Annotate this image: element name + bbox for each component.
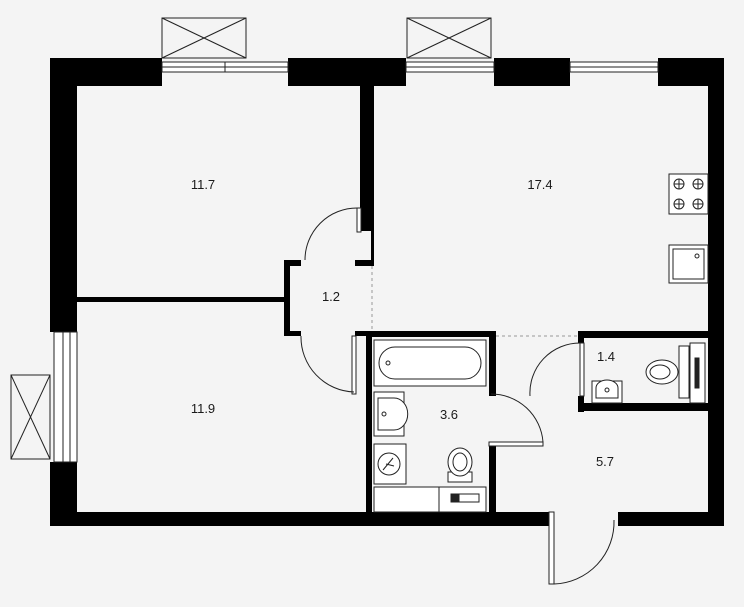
toilet-washbasin-icon	[591, 379, 623, 404]
room-area-bedroom-bottom: 11.9	[191, 401, 215, 416]
balcony-top-left	[161, 17, 247, 59]
window-top-right	[569, 61, 659, 73]
door-bathroom	[488, 393, 544, 447]
stove-icon	[668, 173, 709, 215]
room-area-kitchen-living: 17.4	[527, 177, 552, 192]
door-bedroom-top	[304, 207, 362, 261]
room-area-toilet: 1.4	[597, 349, 615, 364]
washbasin-icon	[373, 391, 409, 437]
room-boundaries	[371, 266, 578, 337]
washing-machine-icon	[373, 443, 407, 485]
water-heater-icon	[689, 342, 706, 404]
room-area-bedroom-top: 11.7	[191, 177, 215, 192]
outer-walls	[50, 58, 724, 526]
entrance-door	[548, 511, 615, 585]
room-area-bathroom: 3.6	[440, 407, 458, 422]
window-left	[53, 331, 78, 463]
balcony-left	[10, 374, 51, 460]
balcony-top-right	[406, 17, 492, 59]
toilet-icon	[645, 345, 690, 399]
kitchen-sink-icon	[668, 244, 709, 284]
door-toilet	[529, 342, 585, 397]
bathroom-toilet-icon	[447, 447, 473, 483]
window-top-middle	[405, 61, 495, 73]
boiler-icon	[373, 486, 487, 513]
interior-walls	[77, 86, 708, 512]
window-top-left	[161, 61, 289, 73]
door-bedroom-bottom	[300, 335, 357, 395]
room-area-hallway: 5.7	[596, 454, 614, 469]
bathtub-icon	[373, 339, 487, 387]
room-area-corridor: 1.2	[322, 289, 340, 304]
